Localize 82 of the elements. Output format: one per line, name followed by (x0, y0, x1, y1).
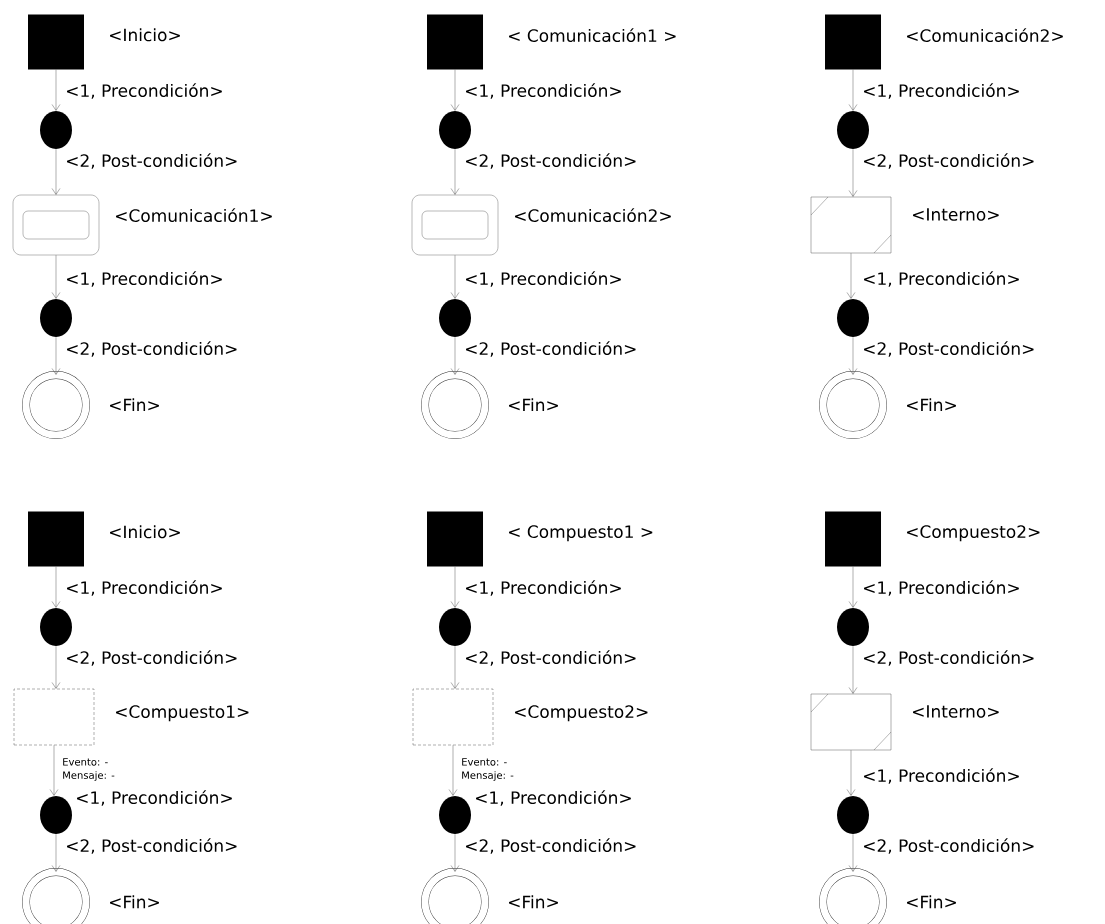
state-label: <Fin> (907, 895, 956, 909)
edge-label: <1, Precondición> (74, 789, 235, 807)
dot (837, 299, 869, 337)
state-label: <Interno> (913, 208, 999, 221)
edge-label: <2, Post-condición> (64, 152, 240, 170)
edge-label: <2, Post-condición> (463, 152, 639, 170)
note-text: Mensaje: - (462, 771, 514, 781)
edge-label: <2, Post-condición> (861, 837, 1037, 855)
edge-label: <1, Precondición> (463, 82, 624, 100)
edge-label: <2, Post-condición> (861, 649, 1037, 667)
arrow (450, 255, 460, 299)
state-label: <Fin> (509, 895, 558, 909)
state-label: < Compuesto1 > (509, 525, 653, 542)
arrow (51, 255, 61, 299)
state-label: <Compuesto2> (515, 705, 648, 722)
edge-label: <1, Precondición> (64, 270, 225, 288)
state-label: <Comunicación1> (116, 208, 272, 223)
arrow (51, 69, 61, 111)
edge-label: <2, Post-condición> (64, 340, 240, 358)
arrow (448, 745, 458, 796)
state-label: <Interno> (913, 705, 999, 718)
arrow (848, 337, 858, 375)
dot (40, 111, 72, 149)
edge-label: <1, Precondición> (463, 579, 624, 597)
edge-label: <2, Post-condición> (861, 340, 1037, 358)
dot (40, 796, 72, 834)
arrow (49, 745, 59, 796)
state-label: < Comunicación1 > (509, 28, 676, 43)
edge-label: <2, Post-condición> (463, 649, 639, 667)
edge-label: <1, Precondición> (463, 270, 624, 288)
state-label: <Inicio> (110, 525, 180, 539)
dot (40, 608, 72, 646)
edge-label: <1, Precondición> (861, 767, 1022, 785)
arrow (450, 149, 460, 195)
arrow (848, 69, 858, 111)
note-text: Evento: - (63, 758, 108, 766)
arrow (51, 566, 61, 608)
arrow (846, 750, 856, 796)
arrow (51, 646, 61, 689)
edge-label: <1, Precondición> (861, 270, 1022, 288)
dot (837, 111, 869, 149)
arrow (51, 149, 61, 195)
edge-label: <1, Precondición> (64, 82, 225, 100)
arrow (450, 69, 460, 111)
state-label: <Fin> (907, 398, 956, 412)
dot (439, 796, 471, 834)
edge-label: <1, Precondición> (473, 789, 634, 807)
state-label: <Comunicación2> (907, 28, 1063, 43)
state-label: <Inicio> (110, 28, 180, 42)
edge-label: <2, Post-condición> (463, 837, 639, 855)
dot (439, 299, 471, 337)
state-label: <Fin> (110, 398, 159, 412)
arrow (450, 646, 460, 689)
dot (40, 299, 72, 337)
dot (837, 608, 869, 646)
state-label: <Fin> (509, 398, 558, 412)
state-label: <Fin> (110, 895, 159, 909)
state-label: <Compuesto1> (116, 705, 249, 722)
edge-label: <1, Precondición> (861, 82, 1022, 100)
arrow (51, 337, 61, 375)
dot (439, 111, 471, 149)
dot (837, 796, 869, 834)
note-text: Mensaje: - (63, 771, 115, 781)
note-text: Evento: - (462, 758, 507, 766)
edge-label: <2, Post-condición> (861, 152, 1037, 170)
arrow (450, 337, 460, 375)
arrow (848, 646, 858, 694)
dot (439, 608, 471, 646)
arrow (51, 834, 61, 872)
state-label: <Comunicación2> (515, 208, 671, 223)
state-label: <Compuesto2> (907, 525, 1040, 542)
arrow (450, 566, 460, 608)
arrow (450, 834, 460, 872)
arrow (848, 834, 858, 872)
arrow (848, 566, 858, 608)
edge-label: <1, Precondición> (64, 579, 225, 597)
edge-label: <2, Post-condición> (463, 340, 639, 358)
edge-label: <2, Post-condición> (64, 649, 240, 667)
arrow (848, 149, 858, 197)
edge-label: <1, Precondición> (861, 579, 1022, 597)
arrow (846, 253, 856, 299)
edge-label: <2, Post-condición> (64, 837, 240, 855)
